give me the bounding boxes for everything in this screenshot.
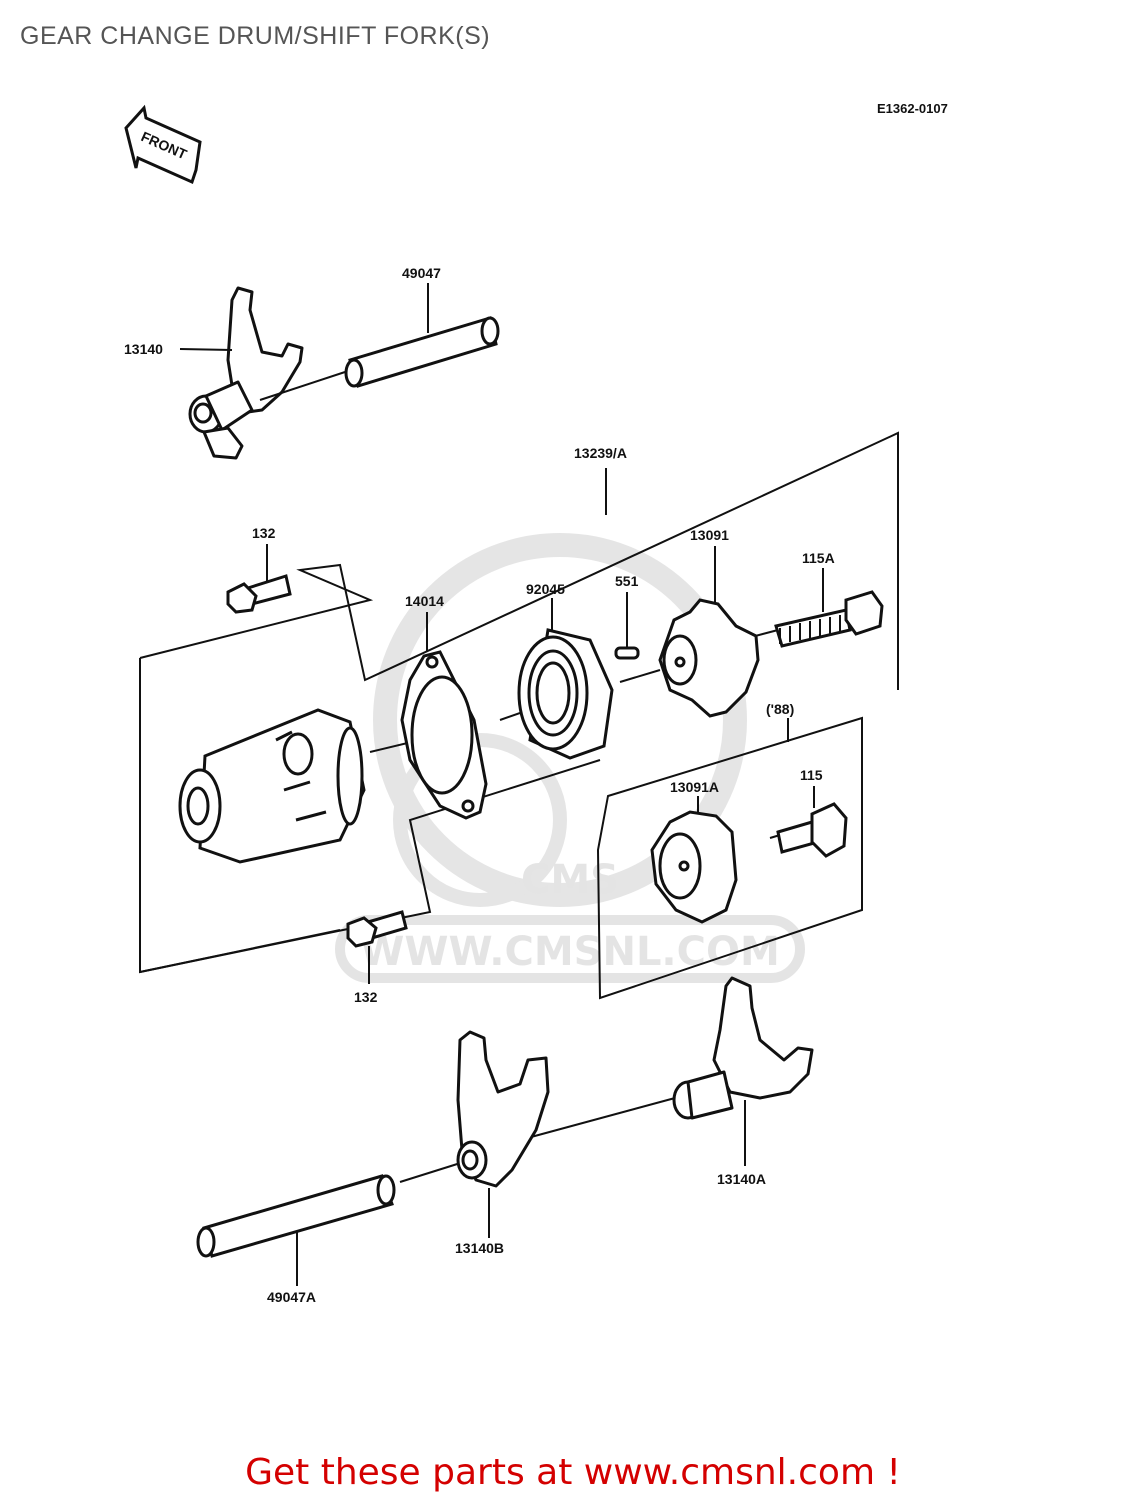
- bearing-92045: [517, 628, 614, 760]
- gear-change-drum: [178, 708, 366, 864]
- watermark: CMS WWW.CMSNL.COM: [335, 533, 805, 983]
- label-49047: 49047: [402, 265, 441, 281]
- bolt-115A: [774, 590, 884, 648]
- watermark-text: WWW.CMSNL.COM: [360, 929, 780, 975]
- label-14014: 14014: [405, 593, 444, 609]
- diagram-id: E1362-0107: [877, 101, 948, 116]
- label-132-bottom: 132: [354, 989, 378, 1005]
- leader-lines: [179, 283, 824, 1286]
- shaft-49047A: [196, 1174, 396, 1258]
- shift-fork-13140: [188, 286, 304, 460]
- label-13091A: 13091A: [670, 779, 719, 795]
- label-132-top: 132: [252, 525, 276, 541]
- page-title: GEAR CHANGE DRUM/SHIFT FORK(S): [20, 22, 491, 50]
- plate-13091: [658, 598, 760, 718]
- bolt-115: [776, 802, 848, 858]
- shaft-49047: [344, 316, 500, 388]
- label-551: 551: [615, 573, 639, 589]
- label-13140A: 13140A: [717, 1171, 766, 1187]
- label-92045: 92045: [526, 581, 565, 597]
- gasket-14014: [400, 650, 488, 820]
- watermark-logo: CMS: [521, 857, 619, 903]
- label-115A: 115A: [802, 550, 835, 566]
- bolt-132-bottom: [346, 910, 408, 948]
- label-13239A: 13239/A: [574, 445, 627, 461]
- cta-link[interactable]: Get these parts at www.cmsnl.com !: [245, 1452, 901, 1493]
- parts-diagram: CMS WWW.CMSNL.COM FRONT: [124, 104, 899, 1305]
- label-88: ('88): [766, 701, 794, 717]
- label-13140: 13140: [124, 341, 163, 357]
- label-13140B: 13140B: [455, 1240, 504, 1256]
- pin-551: [614, 646, 640, 660]
- assembly-box-88: [596, 716, 863, 1000]
- label-13091: 13091: [690, 527, 729, 543]
- label-49047A: 49047A: [267, 1289, 316, 1305]
- bolt-132-top: [226, 574, 292, 614]
- label-115: 115: [800, 767, 823, 783]
- shift-fork-13140A: [672, 976, 814, 1120]
- plate-13091A: [650, 810, 738, 924]
- shift-fork-13140B: [456, 1030, 550, 1188]
- front-arrow-icon: FRONT: [124, 104, 202, 185]
